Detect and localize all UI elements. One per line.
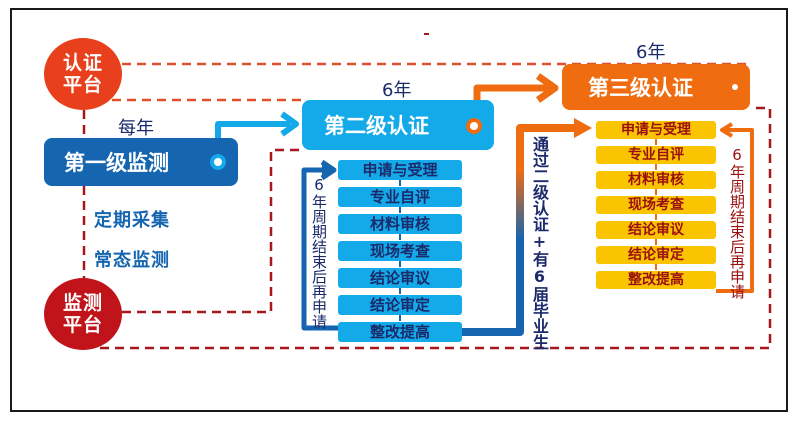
level2-step: 材料审核 [338,214,462,234]
level2-step: 现场考查 [338,241,462,261]
level3-step: 专业自评 [596,146,716,164]
monitoring-method-routine: 常态监测 [94,250,170,271]
level2-step: 结论审定 [338,295,462,315]
level3-certification-box: 第三级认证 [562,64,750,110]
level2-label: 第二级认证 [324,114,429,138]
monitoring-method-periodic: 定期采集 [94,210,170,231]
level2-step: 专业自评 [338,187,462,207]
certification-platform-badge: 认证平台 [44,38,122,110]
level2-step: 申请与受理 [338,160,462,180]
level2-step: 结论审议 [338,268,462,288]
level1-monitoring-box: 第一级监测 [44,138,238,186]
level2-step: 整改提高 [338,322,462,342]
level2-certification-box: 第二级认证 [302,100,494,150]
level1-frequency: 每年 [118,118,154,139]
level3-step: 现场考查 [596,196,716,214]
upgrade-arrowhead [574,118,592,138]
level2-frequency: 6年 [382,80,412,101]
level3-frequency: 6年 [636,42,666,63]
mon-dashed-outer [100,106,772,350]
level3-label: 第三级认证 [588,76,693,100]
level3-step: 材料审核 [596,171,716,189]
upgrade-path [462,124,580,336]
monitoring-platform-label: 监测平台 [62,292,103,336]
level3-cycle-note: 6年周期结束后再申请 [728,146,746,299]
monitoring-platform-badge: 监测平台 [44,278,122,350]
level3-step: 结论审议 [596,221,716,239]
level3-cycle-loop [716,122,754,293]
level3-step: 申请与受理 [596,121,716,139]
level1-label: 第一级监测 [64,151,169,175]
level2-cycle-note: 6年周期结束后再申请 [310,176,328,329]
level3-step: 整改提高 [596,271,716,289]
certification-platform-label: 认证平台 [62,52,103,96]
connector-dot-icon [466,118,482,134]
top-mark [424,33,429,35]
connector-dot-icon [210,154,226,170]
mon-platform-dashed-lines [82,106,772,350]
mon-dashed-to-level2 [122,148,302,314]
level2-cycle-loop [301,159,338,331]
upgrade-condition: 通过二级认证+有6届毕业生 [530,136,549,350]
level3-step: 结论审定 [596,246,716,264]
cert-platform-dashed-lines [112,62,750,102]
connector-dot-icon [732,84,738,90]
